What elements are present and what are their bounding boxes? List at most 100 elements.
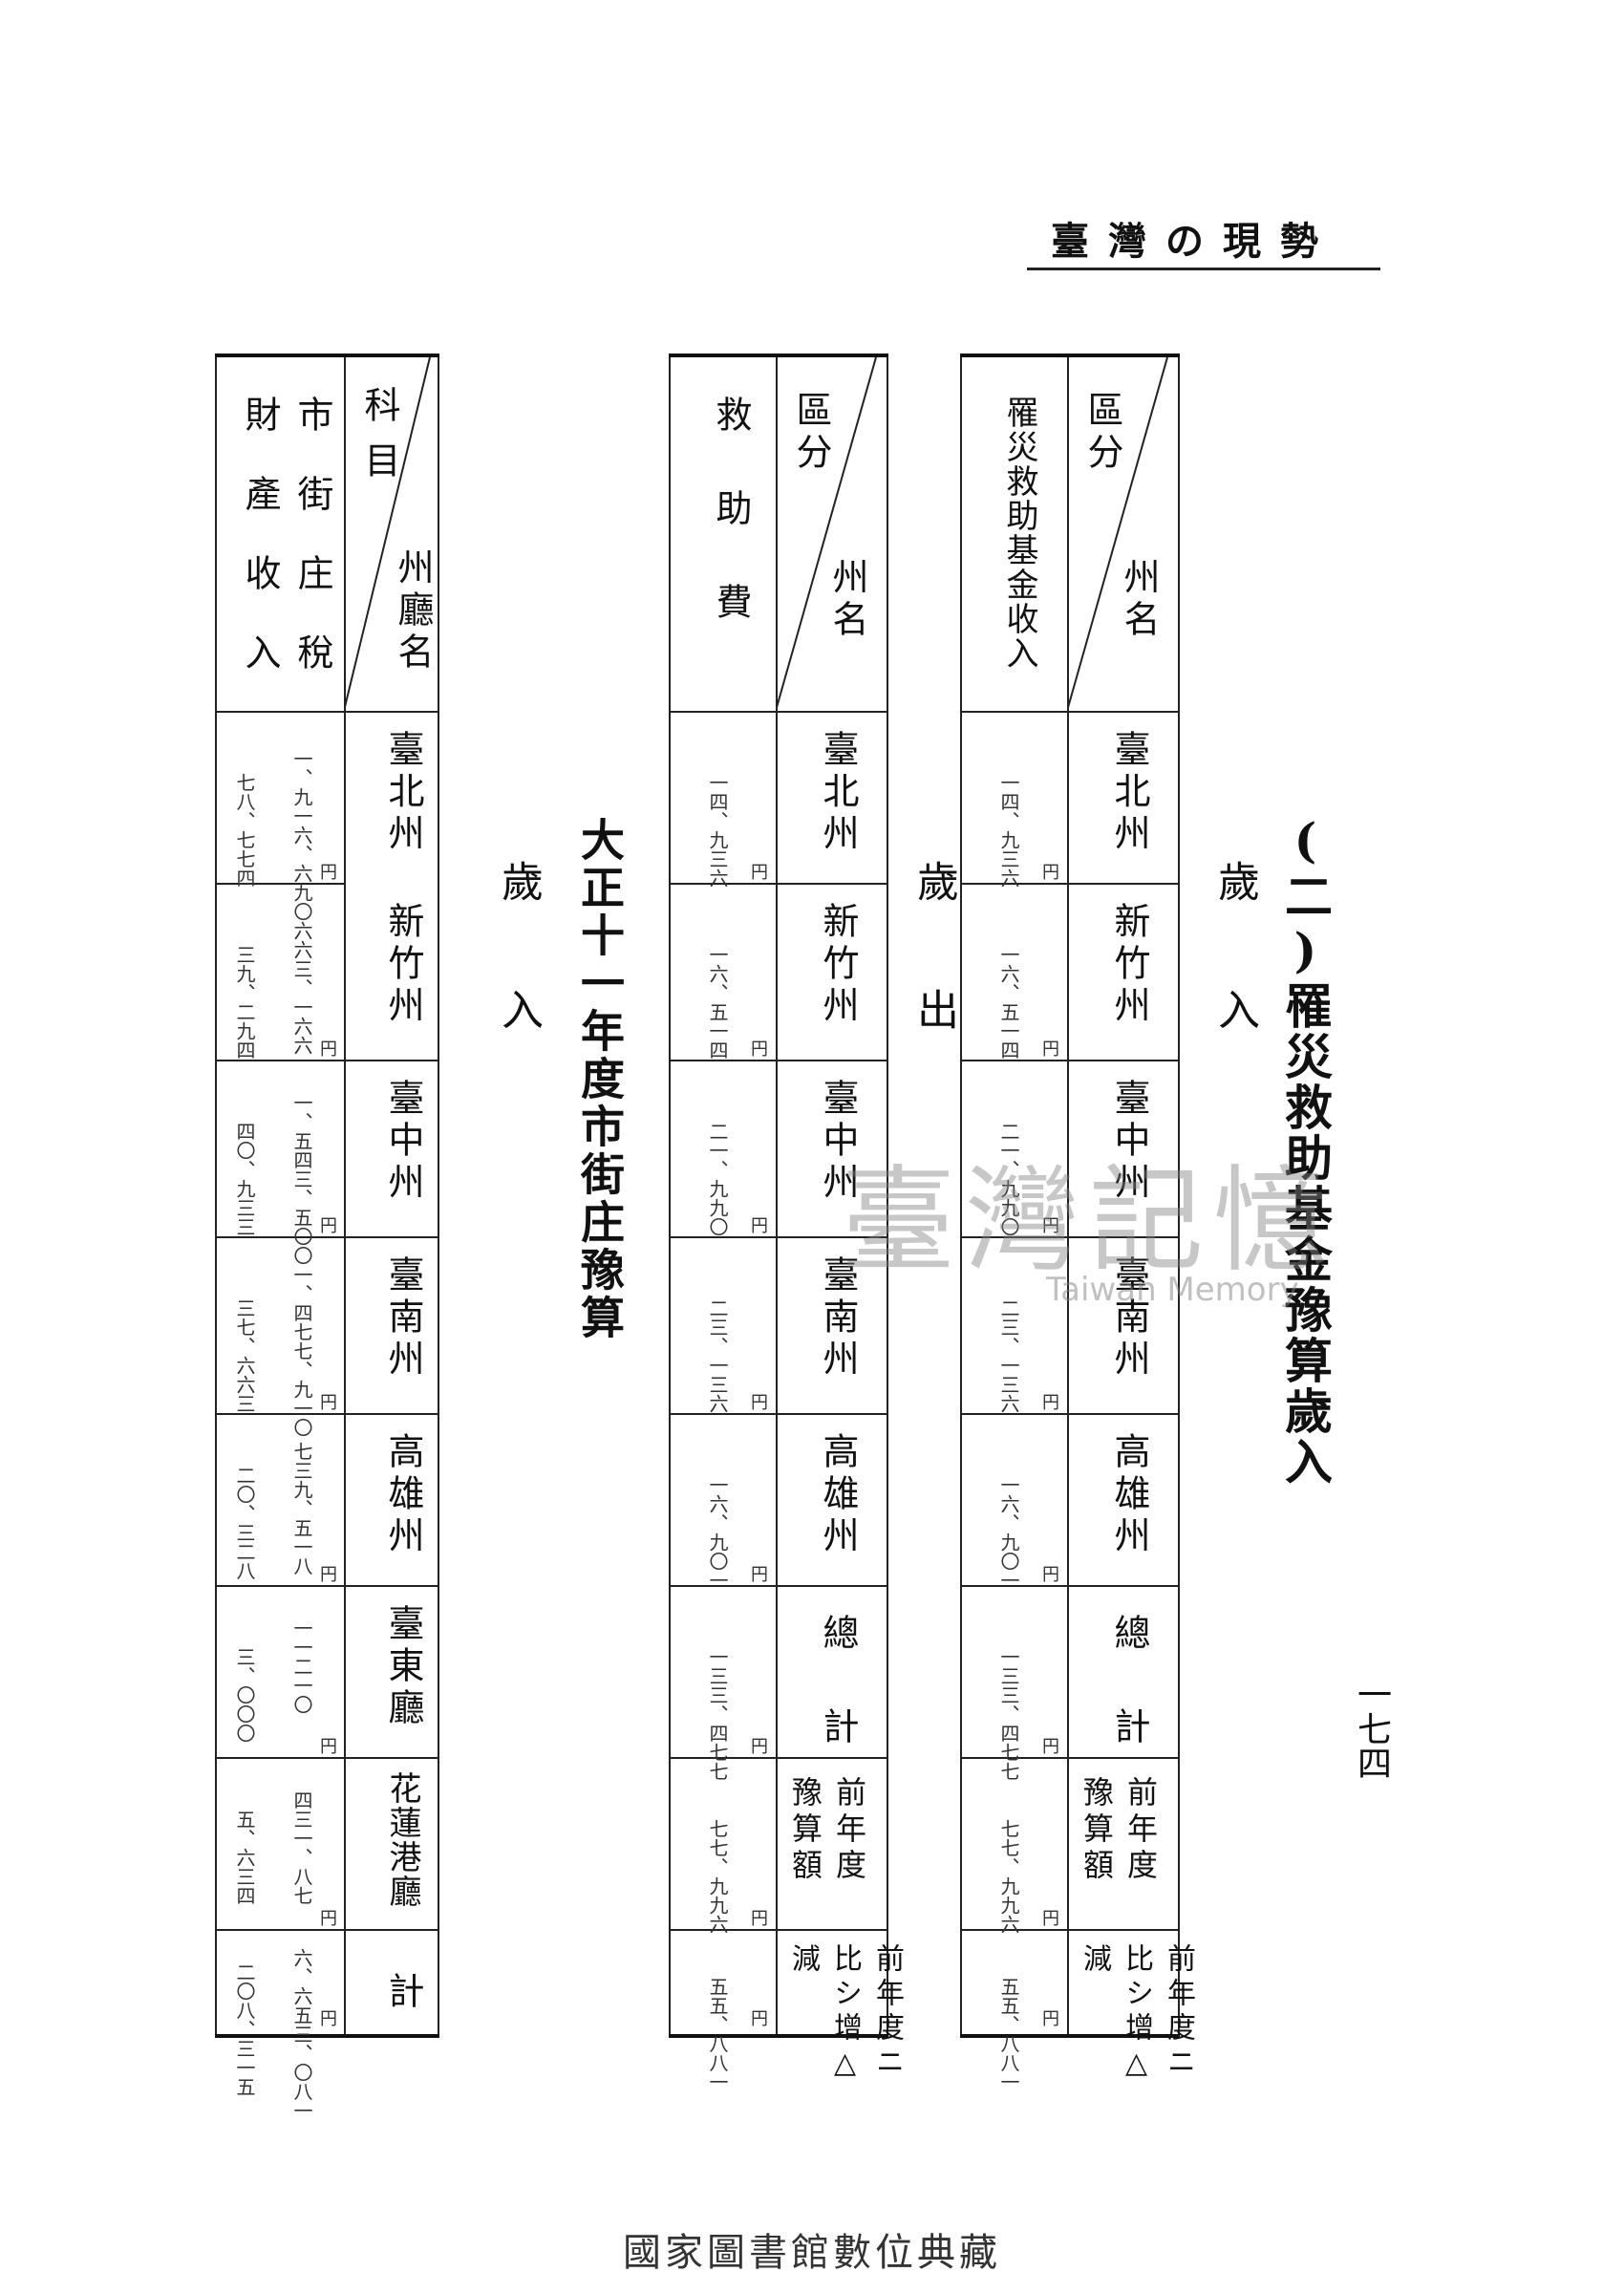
- col-change: 前年度ニ比シ增△減: [1078, 1943, 1195, 2086]
- value-tax-hsinchu: 六六三、一六六: [290, 921, 313, 1055]
- unit-yen: 円: [1042, 1565, 1059, 1585]
- value-tax-hualien: 四三一、八七: [290, 1790, 313, 1905]
- municipal-income-heading: 歲入: [494, 860, 543, 1116]
- corner-state-name: 州名: [1118, 558, 1160, 642]
- corner-diagonal: [776, 357, 877, 711]
- running-head: 臺灣の現勢: [1051, 219, 1337, 264]
- unit-yen: 円: [751, 1565, 768, 1585]
- corner-state-prefecture-name: 州廳名: [392, 548, 434, 675]
- row-label-municipal-tax: 市街庄稅: [291, 396, 333, 713]
- corner-category: 區分: [790, 391, 832, 475]
- footer-archive-credit: 國家圖書館數位典藏: [623, 2231, 1001, 2275]
- unit-yen: 円: [1042, 2009, 1059, 2029]
- value-kaohsiung: 一六、九〇一: [706, 1475, 729, 1590]
- municipal-income-table: 州廳名 科目 市街庄稅 財產收入 臺北州 新竹州 臺中州 臺南州 高雄州 臺東廳…: [215, 354, 439, 2120]
- unit-yen: 円: [751, 1393, 768, 1413]
- unit-yen: 円: [1042, 1216, 1059, 1236]
- col-hualien: 花蓮港廳: [383, 1771, 421, 1909]
- unit-yen: 円: [320, 863, 337, 883]
- col-prev-budget: 前年度豫算額: [1079, 1776, 1159, 1885]
- expenditure-heading: 歲出: [909, 860, 958, 1116]
- unit-yen: 円: [1042, 863, 1059, 883]
- value-tainan: 二三、一三六: [706, 1298, 729, 1413]
- value-change: 五五、八八一: [997, 1977, 1020, 2091]
- row-label-fund-income: 罹災救助基金收入: [1000, 396, 1038, 671]
- value-tax-taitung: 一一二一〇: [290, 1618, 313, 1714]
- col-taipei: 臺北州: [817, 730, 859, 856]
- col-hsinchu: 新竹州: [817, 902, 859, 1028]
- unit-yen: 円: [1042, 1039, 1059, 1060]
- col-kaohsiung: 高雄州: [1108, 1432, 1150, 1558]
- unit-yen: 円: [751, 1737, 768, 1757]
- col-taipei: 臺北州: [1108, 730, 1150, 856]
- value-property-kaohsiung: 二〇、三二八: [233, 1466, 256, 1580]
- col-taichung: 臺中州: [1108, 1079, 1150, 1205]
- corner-diagonal: [1067, 357, 1168, 711]
- value-change: 五五、八八一: [706, 1977, 729, 2091]
- col-hsinchu: 新竹州: [1108, 902, 1150, 1028]
- header-rule: [1027, 268, 1380, 270]
- unit-yen: 円: [320, 2009, 337, 2029]
- unit-yen: 円: [320, 1909, 337, 1929]
- unit-yen: 円: [320, 1216, 337, 1236]
- col-tainan: 臺南州: [1108, 1255, 1150, 1382]
- value-property-total: 二〇八、三一五: [233, 1962, 256, 2096]
- value-property-hsinchu: 三九、二九四: [233, 945, 256, 1060]
- value-taipei: 一四、九三六: [706, 773, 729, 888]
- unit-yen: 円: [751, 1039, 768, 1060]
- unit-yen: 円: [751, 1216, 768, 1236]
- col-total: 計: [382, 1972, 424, 2014]
- value-property-taipei: 七八、七七四: [233, 773, 256, 888]
- value-prev-budget: 七七、九九六: [997, 1819, 1020, 1934]
- col-taichung: 臺中州: [382, 1079, 424, 1205]
- col-taipei: 臺北州: [382, 730, 424, 856]
- value-tax-taichung: 一、五四三、五〇〇: [290, 1093, 313, 1265]
- row-label-relief-cost: 救助費: [710, 396, 752, 676]
- unit-yen: 円: [751, 863, 768, 883]
- unit-yen: 円: [1042, 1909, 1059, 1929]
- value-kaohsiung: 一六、九〇一: [997, 1475, 1020, 1590]
- col-tainan: 臺南州: [382, 1255, 424, 1382]
- value-total: 一三三、四七七: [997, 1647, 1020, 1781]
- watermark-english: Taiwan Memory: [1046, 1271, 1299, 1309]
- unit-yen: 円: [320, 1737, 337, 1757]
- col-total: 總計: [817, 1614, 859, 1801]
- col-kaohsiung: 高雄州: [817, 1432, 859, 1558]
- value-total: 一三三、四七七: [706, 1647, 729, 1781]
- unit-yen: 円: [320, 1039, 337, 1060]
- corner-diagonal: [344, 357, 431, 711]
- value-property-taitung: 三、〇〇〇: [233, 1647, 256, 1743]
- section-title-disaster-fund: (二)罹災救助基金豫算歲入: [1277, 812, 1334, 1488]
- unit-yen: 円: [751, 2009, 768, 2029]
- value-taichung: 二一、九九〇: [997, 1122, 1020, 1236]
- unit-yen: 円: [1042, 1393, 1059, 1413]
- watermark-chinese: 臺灣記憶: [841, 1155, 1337, 1288]
- col-prev-budget: 前年度豫算額: [787, 1776, 867, 1885]
- expenditure-table: 州名 區分 救助費 臺北州 新竹州 臺中州 臺南州 高雄州 總計 前年度豫算額 …: [669, 354, 904, 2091]
- value-tax-taipei: 一、九一六、六九〇: [290, 749, 313, 921]
- col-kaohsiung: 高雄州: [382, 1432, 424, 1558]
- row-label-property-income: 財產收入: [239, 396, 281, 713]
- corner-state-name: 州名: [826, 558, 868, 642]
- unit-yen: 円: [751, 1909, 768, 1929]
- col-taitung: 臺東廳: [382, 1604, 424, 1730]
- value-property-taichung: 四〇、九三三: [233, 1122, 256, 1236]
- value-tainan: 二三、一三六: [997, 1298, 1020, 1413]
- corner-subject: 科目: [358, 386, 400, 497]
- income-table: 州名 區分 罹災救助基金收入 臺北州 新竹州 臺中州 臺南州 高雄州 總計 前年…: [960, 354, 1195, 2091]
- col-hsinchu: 新竹州: [382, 902, 424, 1028]
- unit-yen: 円: [320, 1393, 337, 1413]
- value-prev-budget: 七七、九九六: [706, 1819, 729, 1934]
- value-taichung: 二一、九九〇: [706, 1122, 729, 1236]
- col-tainan: 臺南州: [817, 1255, 859, 1382]
- col-change: 前年度ニ比シ增△減: [786, 1943, 904, 2086]
- section-title-municipal-budget: 大正十一年度市街庄豫算: [574, 817, 626, 1342]
- unit-yen: 円: [320, 1565, 337, 1585]
- value-taipei: 一四、九三六: [997, 773, 1020, 888]
- value-property-tainan: 三七、六六三: [233, 1298, 256, 1413]
- unit-yen: 円: [1042, 1737, 1059, 1757]
- col-taichung: 臺中州: [817, 1079, 859, 1205]
- col-total: 總計: [1108, 1614, 1150, 1801]
- income-heading: 歲入: [1210, 860, 1259, 1116]
- page-number: 一七四: [1352, 1677, 1391, 1780]
